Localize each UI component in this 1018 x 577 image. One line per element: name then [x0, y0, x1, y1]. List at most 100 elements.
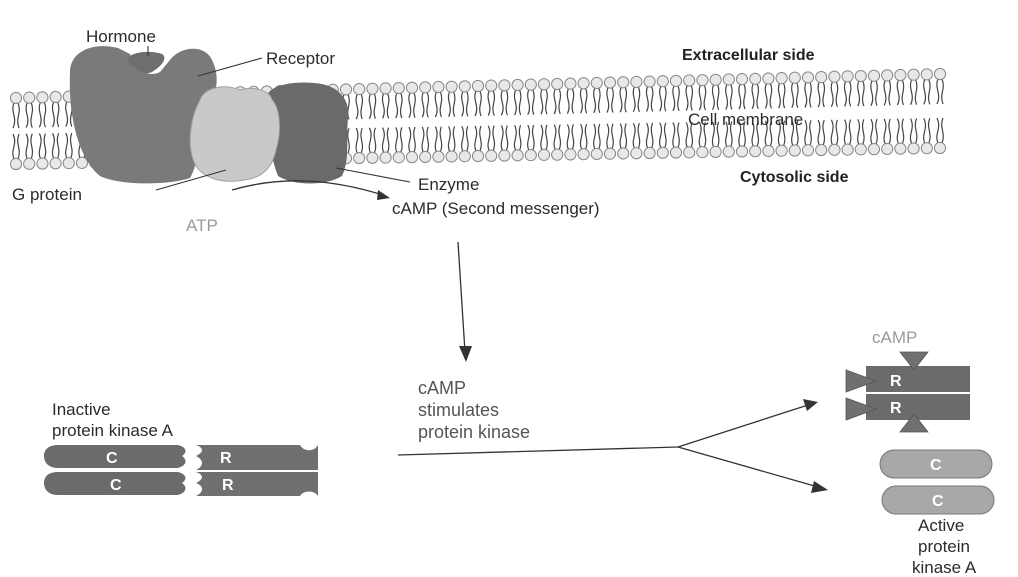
- inactive-kinase-label-line1: Inactive: [52, 400, 111, 419]
- lipid-tail: [897, 80, 903, 105]
- lipid-tail: [409, 93, 415, 118]
- lipid-head: [538, 149, 549, 160]
- g-protein-label: G protein: [12, 185, 82, 204]
- lipid-head: [934, 68, 945, 79]
- lipid-head: [24, 158, 35, 169]
- lipid-head: [420, 151, 431, 162]
- lipid-head: [393, 82, 404, 93]
- regulatory-subunits-with-camp: R R: [846, 352, 970, 432]
- lipid-head: [644, 147, 655, 158]
- branch-up-arrow: [678, 405, 808, 447]
- lipid-head: [76, 157, 87, 168]
- lipid-tail: [673, 123, 679, 148]
- lipid-head: [433, 81, 444, 92]
- active-c-label-1: C: [930, 457, 942, 474]
- lipid-head: [723, 74, 734, 85]
- lipid-head: [618, 148, 629, 159]
- lipid-head: [763, 73, 774, 84]
- lipid-tail: [13, 103, 19, 128]
- lipid-head: [367, 152, 378, 163]
- lipid-head: [921, 143, 932, 154]
- bound-r-label-2: R: [890, 400, 902, 417]
- lipid-head: [499, 80, 510, 91]
- lipid-head: [736, 74, 747, 85]
- lipid-tail: [39, 134, 45, 159]
- receptor-label: Receptor: [266, 49, 335, 68]
- inactive-c-label-2: C: [110, 477, 122, 494]
- lipid-head: [486, 80, 497, 91]
- lipid-head: [644, 76, 655, 87]
- branch-up-arrowhead: [803, 399, 818, 411]
- lipid-head: [895, 69, 906, 80]
- lipid-head: [842, 71, 853, 82]
- lipid-tail: [607, 124, 613, 149]
- lipid-tail: [858, 119, 864, 144]
- lipid-tail: [620, 87, 626, 112]
- lipid-head: [446, 81, 457, 92]
- inactive-c-label-1: C: [106, 450, 118, 467]
- active-kinase-label-line3: kinase A: [912, 558, 977, 577]
- lipid-head: [934, 142, 945, 153]
- lipid-tail: [567, 124, 573, 149]
- lipid-tail: [858, 81, 864, 106]
- lipid-head: [380, 152, 391, 163]
- lipid-head: [367, 83, 378, 94]
- lipid-head: [736, 146, 747, 157]
- lipid-tail: [937, 79, 943, 104]
- lipid-tail: [633, 123, 639, 148]
- lipid-head: [921, 69, 932, 80]
- lipid-tail: [382, 93, 388, 118]
- lipid-tail: [528, 90, 534, 115]
- lipid-tail: [396, 93, 402, 118]
- atp-to-camp-arrowhead: [377, 190, 390, 200]
- lipid-head: [882, 70, 893, 81]
- lipid-tail: [52, 133, 58, 158]
- g-protein: [190, 87, 279, 181]
- lipid-head: [802, 145, 813, 156]
- atp-label: ATP: [186, 216, 218, 235]
- lipid-tail: [924, 79, 930, 104]
- lipid-tail: [884, 80, 890, 105]
- lipid-tail: [66, 133, 72, 158]
- lipid-head: [789, 145, 800, 156]
- lipid-head: [472, 80, 483, 91]
- inactive-r-label-1: R: [220, 450, 232, 467]
- cytosolic-side-label: Cytosolic side: [740, 169, 849, 186]
- lipid-tail: [356, 94, 362, 119]
- branch-down-arrow: [678, 447, 818, 487]
- lipid-head: [578, 149, 589, 160]
- camp-down-arrow: [458, 242, 465, 352]
- enzyme-leader: [336, 168, 410, 182]
- hormone-label: Hormone: [86, 27, 156, 46]
- lipid-tail: [646, 87, 652, 112]
- lipid-tail: [910, 80, 916, 105]
- lipid-tail: [488, 91, 494, 116]
- lipid-tail: [528, 125, 534, 150]
- lipid-tail: [818, 120, 824, 145]
- lipid-head: [578, 78, 589, 89]
- lipid-tail: [26, 134, 32, 159]
- stimulates-label-line1: cAMP: [418, 378, 466, 398]
- lipid-head: [420, 82, 431, 93]
- inactive-r-label-2: R: [222, 477, 234, 494]
- lipid-head: [380, 83, 391, 94]
- lipid-tail: [884, 119, 890, 144]
- lipid-tail: [818, 82, 824, 107]
- lipid-head: [340, 84, 351, 95]
- lipid-head: [829, 71, 840, 82]
- lipid-head: [512, 150, 523, 161]
- lipid-head: [657, 147, 668, 158]
- lipid-tail: [937, 118, 943, 143]
- lipid-head: [37, 92, 48, 103]
- lipid-head: [697, 75, 708, 86]
- lipid-head: [525, 149, 536, 160]
- inactive-regulatory-subunit-1: [196, 445, 318, 470]
- lipid-tail: [686, 86, 692, 111]
- lipid-head: [24, 92, 35, 103]
- lipid-tail: [620, 123, 626, 148]
- lipid-head: [459, 151, 470, 162]
- pathway-arrows: [232, 181, 828, 493]
- lipid-head: [657, 76, 668, 87]
- lipid-head: [855, 144, 866, 155]
